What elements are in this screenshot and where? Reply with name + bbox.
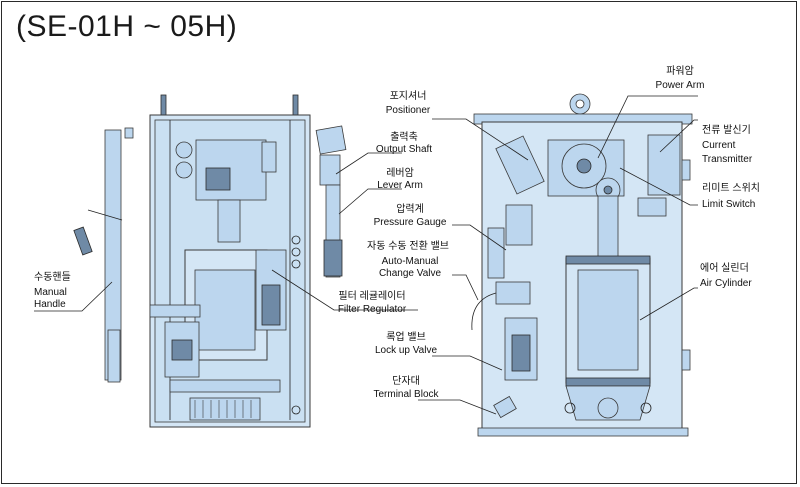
pressure-gauge-2 <box>175 161 193 179</box>
pressure-gauge-1 <box>175 141 193 159</box>
label-power-arm-ko: 파워암 <box>666 64 694 77</box>
label-current-transmitter-en1: Current <box>702 140 736 151</box>
label-auto-manual-ko: 자동 수동 전환 밸브 <box>367 240 449 252</box>
right-actuator-view <box>471 93 693 437</box>
label-manual-handle-en2: Handle <box>34 299 66 310</box>
label-limit-switch-en: Limit Switch <box>702 199 755 210</box>
label-lever-arm-en: Lever Arm <box>377 180 423 191</box>
current-transmitter-box <box>647 134 681 196</box>
label-positioner-ko: 포지셔너 <box>390 90 427 102</box>
label-output-shaft-ko: 출력축 <box>390 131 418 143</box>
label-manual-handle-en1: Manual <box>34 287 67 298</box>
auto-manual-valve <box>495 281 531 305</box>
lifting-stud-left <box>160 94 167 118</box>
label-air-cylinder-en: Air Cylinder <box>700 278 752 289</box>
lever-arm-head <box>315 125 347 155</box>
manual-handle-grip <box>73 226 93 256</box>
right-positioner <box>495 135 545 195</box>
label-terminal-block-en: Terminal Block <box>373 389 439 400</box>
label-pressure-gauge-en: Pressure Gauge <box>374 217 447 228</box>
right-gauge-block <box>505 204 533 246</box>
left-terminal-block <box>189 397 261 421</box>
right-terminal-block <box>493 395 517 419</box>
label-air-cylinder-ko: 에어 실린더 <box>700 262 749 274</box>
label-output-shaft-en: Output Shaft <box>376 144 432 155</box>
label-lock-up-valve-en: Lock up Valve <box>375 345 438 356</box>
label-current-transmitter-en2: Transmitter <box>702 154 753 165</box>
label-power-arm-en: Power Arm <box>656 80 705 91</box>
label-lock-up-valve-ko: 록업 밸브 <box>386 330 426 343</box>
label-manual-handle-ko: 수동핸들 <box>34 271 71 283</box>
label-lever-arm-ko: 레버암 <box>386 167 414 179</box>
label-limit-switch-ko: 리미트 스위치 <box>702 181 760 194</box>
leader-lines <box>34 95 698 415</box>
label-pressure-gauge-ko: 압력계 <box>396 202 424 215</box>
label-auto-manual-en1: Auto-Manual <box>382 256 439 267</box>
lifting-stud-right <box>292 94 299 118</box>
label-positioner-en: Positioner <box>386 105 431 116</box>
figure-title: (SE-01H ~ 05H) <box>16 10 238 43</box>
label-filter-regulator-ko: 필터 레귤레이터 <box>338 290 405 302</box>
left-actuator-view <box>73 94 347 428</box>
label-auto-manual-en2: Change Valve <box>379 268 442 279</box>
cylinder-rod <box>597 195 619 259</box>
bottom-plate <box>477 427 689 437</box>
label-terminal-block-ko: 단자대 <box>392 375 420 387</box>
label-current-transmitter-ko: 전류 발신기 <box>702 124 751 136</box>
callout-labels: 파워암 Power Arm 포지셔너 Positioner 전류 발신기 Cur… <box>34 64 760 400</box>
label-filter-regulator-en: Filter Regulator <box>338 304 407 315</box>
